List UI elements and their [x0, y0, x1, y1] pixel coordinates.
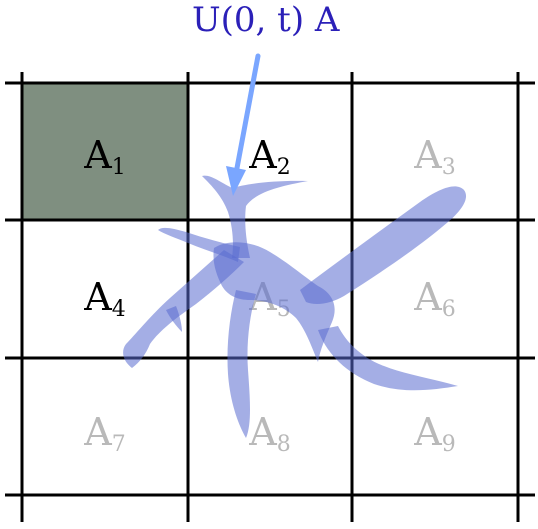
cell-label-base: A [413, 275, 442, 319]
cell-label-subscript: 3 [442, 155, 456, 180]
cell-label-a2: A2 [248, 133, 290, 180]
cell-labels: A1A2A3A4A5A6A7A8A9 [83, 133, 455, 457]
cell-label-subscript: 8 [277, 432, 291, 457]
cell-label-base: A [413, 410, 442, 454]
cell-label-base: A [413, 133, 442, 177]
annotation-label: U(0, t) A [192, 0, 340, 40]
cell-label-subscript: 1 [112, 155, 126, 180]
cell-label-a7: A7 [83, 410, 125, 457]
cell-label-a1: A1 [83, 133, 125, 180]
cell-label-subscript: 6 [442, 297, 456, 322]
cell-label-subscript: 7 [112, 432, 126, 457]
cell-label-a8: A8 [248, 410, 290, 457]
cell-label-a4: A4 [83, 275, 125, 322]
cell-label-base: A [83, 133, 112, 177]
cell-label-base: A [83, 275, 112, 319]
cell-label-a3: A3 [413, 133, 455, 180]
cell-label-a6: A6 [413, 275, 455, 322]
cell-label-subscript: 9 [442, 432, 456, 457]
cell-label-base: A [248, 133, 277, 177]
cell-label-subscript: 4 [112, 297, 126, 322]
cell-label-subscript: 2 [277, 155, 291, 180]
cell-label-base: A [83, 410, 112, 454]
evolved-set-blob [123, 175, 467, 438]
cell-label-a9: A9 [413, 410, 455, 457]
cell-label-base: A [248, 410, 277, 454]
shaded-cell-a1 [22, 83, 188, 220]
annotation-arrow [226, 53, 261, 196]
